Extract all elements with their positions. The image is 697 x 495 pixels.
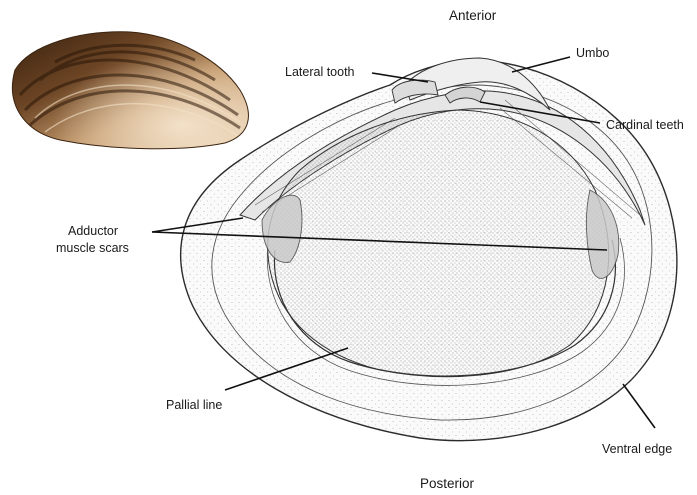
label-ventral-edge: Ventral edge xyxy=(602,442,672,457)
leader-ventral-edge xyxy=(623,384,655,428)
label-adductor-line2: muscle scars xyxy=(56,241,129,256)
label-pallial-line: Pallial line xyxy=(166,398,222,413)
label-umbo: Umbo xyxy=(576,46,609,61)
label-cardinal-teeth: Cardinal teeth xyxy=(606,118,684,133)
label-adductor-line1: Adductor xyxy=(68,224,118,239)
label-anterior: Anterior xyxy=(449,8,496,23)
label-lateral-tooth: Lateral tooth xyxy=(285,65,355,80)
label-posterior: Posterior xyxy=(420,476,474,491)
leader-umbo xyxy=(512,57,570,72)
